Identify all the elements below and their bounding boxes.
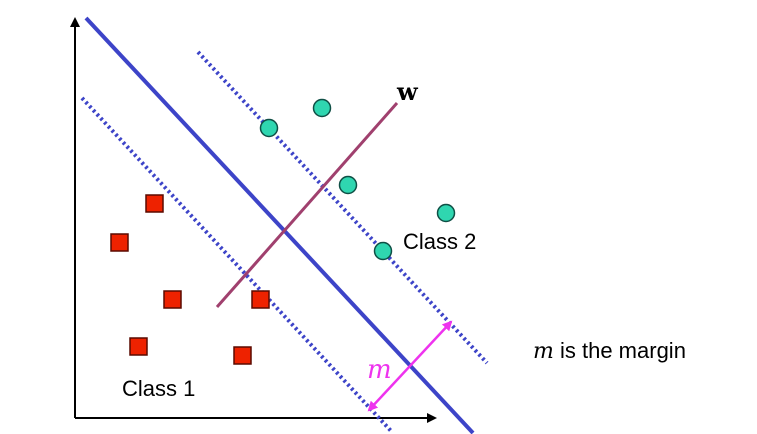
margin-line-upper	[196, 50, 489, 365]
class2-point	[312, 98, 332, 118]
weight-vector-label: w	[396, 77, 419, 106]
class1-point	[251, 290, 270, 309]
caption-variable: m	[533, 339, 554, 364]
caption-text: is the margin	[553, 338, 686, 363]
margin-label: m	[367, 355, 392, 385]
class1-point	[110, 233, 129, 252]
class1-point	[145, 194, 164, 213]
class2-point	[436, 203, 456, 223]
class1-points	[110, 194, 270, 365]
class1-point	[233, 346, 252, 365]
class1-point	[129, 337, 148, 356]
class2-points	[259, 98, 456, 261]
class2-point	[373, 241, 393, 261]
margin-arrow	[367, 320, 453, 412]
margin-line-lower	[80, 96, 394, 434]
weight-vector-line	[215, 102, 399, 308]
class1-point	[163, 290, 182, 309]
class2-point	[259, 118, 279, 138]
class2-point	[338, 175, 358, 195]
class2-label: Class 2	[403, 229, 476, 254]
class1-label: Class 1	[122, 376, 195, 401]
margin-caption: m is the margin	[533, 338, 686, 364]
